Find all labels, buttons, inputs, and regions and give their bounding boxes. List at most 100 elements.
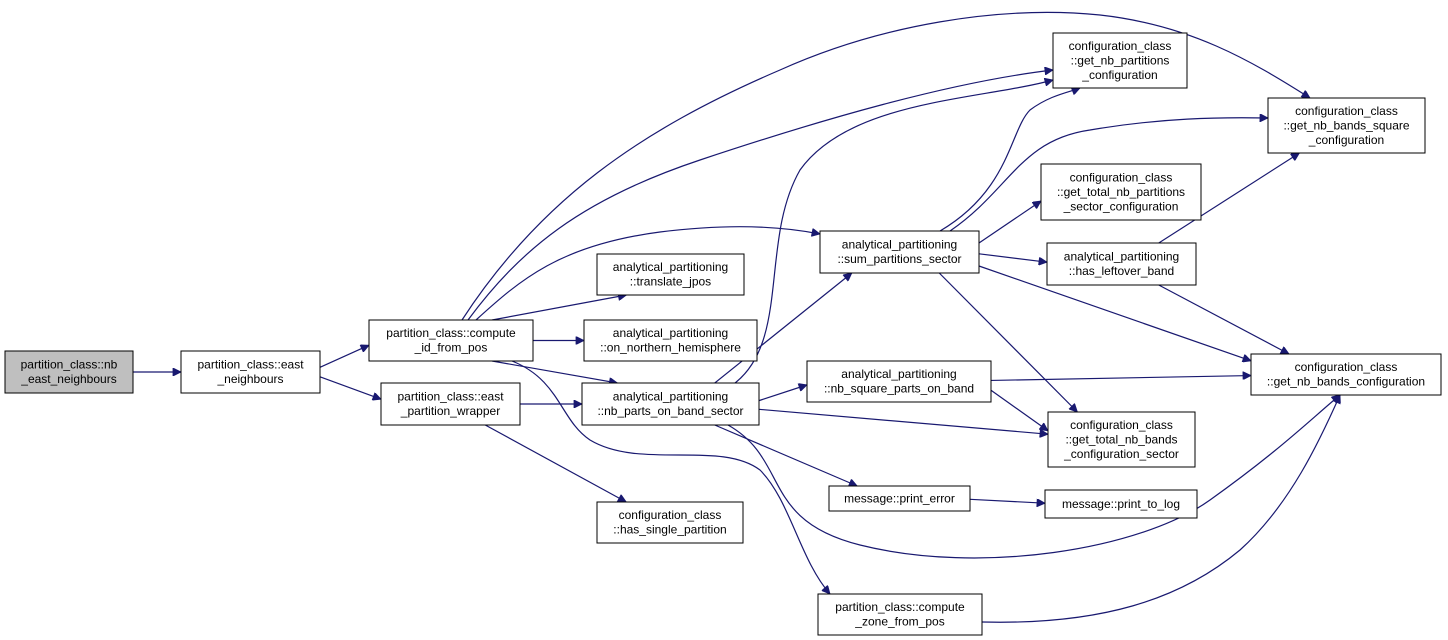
- node-print-to-log[interactable]: message::print_to_log: [1044, 489, 1198, 519]
- node-box[interactable]: [1047, 411, 1196, 468]
- node-east-neighbours[interactable]: partition_class::east_neighbours: [180, 350, 321, 394]
- node-label-line: _sector_configuration: [1063, 199, 1179, 213]
- edge-nb_parts_on_band_sector-to-nb_square_parts_on_band: [758, 385, 807, 402]
- edge-sum_partitions_sector-to-get_nb_partitions_configuration: [939, 88, 1080, 232]
- node-box[interactable]: [806, 360, 992, 403]
- edge-nb_parts_on_band_sector-to-get_nb_partitions_configuration: [734, 80, 1053, 384]
- node-box[interactable]: [596, 253, 745, 296]
- node-label-line: configuration_class: [1070, 418, 1173, 432]
- node-translate-jpos[interactable]: analytical_partitioning::translate_jpos: [596, 253, 745, 296]
- node-box[interactable]: [819, 230, 980, 274]
- edge-sum_partitions_sector-to-get_nb_bands_configuration: [978, 265, 1251, 361]
- node-box[interactable]: [1044, 489, 1198, 519]
- node-label-line: analytical_partitioning: [613, 390, 728, 404]
- node-sum-partitions-sector[interactable]: analytical_partitioning::sum_partitions_…: [819, 230, 980, 274]
- edge-east_neighbours-to-east_partition_wrapper: [319, 376, 381, 399]
- edge-nb_square_parts_on_band-to-get_total_nb_bands_configuration_sector: [990, 389, 1048, 431]
- edge-nb_parts_on_band_sector-to-sum_partitions_sector: [714, 273, 852, 384]
- node-label-line: analytical_partitioning: [613, 326, 728, 340]
- node-label-line: _configuration_sector: [1063, 447, 1179, 461]
- node-label-line: partition_class::compute: [835, 600, 965, 614]
- node-label-line: ::get_nb_bands_configuration: [1267, 375, 1425, 389]
- node-label-line: message::print_error: [844, 491, 955, 505]
- node-label-line: _east_neighbours: [20, 372, 116, 386]
- edge-print_error-to-print_to_log: [969, 499, 1045, 503]
- node-compute-zone-from-pos[interactable]: partition_class::compute_zone_from_pos: [817, 593, 983, 636]
- node-get-nb-bands-configuration[interactable]: configuration_class::get_nb_bands_config…: [1250, 353, 1442, 396]
- edge-compute_id_from_pos-to-get_nb_bands_square_configuration: [461, 11, 1310, 321]
- node-label-line: _partition_wrapper: [400, 404, 500, 418]
- node-label-line: partition_class::east: [397, 390, 504, 404]
- node-get-total-nb-bands-configuration-sector[interactable]: configuration_class::get_total_nb_bands_…: [1047, 411, 1196, 468]
- node-label-line: ::get_total_nb_bands: [1065, 432, 1177, 446]
- node-label-line: ::get_nb_bands_square: [1283, 118, 1409, 132]
- node-box[interactable]: [1267, 97, 1426, 154]
- edge-compute_id_from_pos-to-get_nb_partitions_configuration: [467, 70, 1053, 321]
- node-box[interactable]: [380, 382, 521, 426]
- node-label-line: ::get_total_nb_partitions: [1057, 185, 1185, 199]
- node-label-line: partition_class::nb: [21, 358, 118, 372]
- node-box[interactable]: [180, 350, 321, 394]
- node-nb-parts-on-band-sector[interactable]: analytical_partitioning::nb_parts_on_ban…: [581, 382, 760, 426]
- edge-has_leftover_band-to-get_nb_bands_square_configuration: [1158, 152, 1300, 244]
- node-label-line: analytical_partitioning: [841, 367, 956, 381]
- edge-nb_square_parts_on_band-to-get_nb_bands_configuration: [990, 376, 1251, 382]
- node-box[interactable]: [1040, 163, 1202, 221]
- node-print-error[interactable]: message::print_error: [828, 485, 971, 512]
- node-label-line: ::nb_square_parts_on_band: [824, 382, 974, 396]
- node-label-line: configuration_class: [1069, 39, 1172, 53]
- node-box[interactable]: [1052, 32, 1188, 89]
- edge-nb_parts_on_band_sector-to-get_nb_bands_configuration: [727, 395, 1340, 559]
- node-box[interactable]: [1046, 242, 1197, 286]
- node-box[interactable]: [596, 501, 744, 544]
- edge-nb_parts_on_band_sector-to-print_error: [714, 424, 857, 486]
- node-has-leftover-band[interactable]: analytical_partitioning::has_leftover_ba…: [1046, 242, 1197, 286]
- node-nb-square-parts-on-band[interactable]: analytical_partitioning::nb_square_parts…: [806, 360, 992, 403]
- edge-compute_id_from_pos-to-translate_jpos: [491, 295, 626, 321]
- node-box[interactable]: [581, 382, 760, 426]
- node-box[interactable]: [583, 319, 758, 362]
- node-label-line: _configuration: [1308, 133, 1384, 147]
- node-has-single-partition[interactable]: configuration_class::has_single_partitio…: [596, 501, 744, 544]
- node-label-line: configuration_class: [1295, 360, 1398, 374]
- node-label-line: configuration_class: [1295, 104, 1398, 118]
- node-label-line: _zone_from_pos: [854, 615, 944, 629]
- node-get-nb-bands-square-configuration[interactable]: configuration_class::get_nb_bands_square…: [1267, 97, 1426, 154]
- node-get-nb-partitions-configuration[interactable]: configuration_class::get_nb_partitions_c…: [1052, 32, 1188, 89]
- node-label-line: analytical_partitioning: [1064, 250, 1179, 264]
- edge-sum_partitions_sector-to-get_total_nb_partitions_sector_configuration: [978, 201, 1041, 244]
- edge-compute_id_from_pos-to-nb_parts_on_band_sector: [491, 360, 617, 383]
- edge-compute_zone_from_pos-to-get_nb_bands_configuration: [981, 395, 1340, 623]
- edge-east_neighbours-to-compute_id_from_pos: [319, 345, 369, 368]
- node-label-line: _id_from_pos: [414, 341, 488, 355]
- node-label-line: ::has_single_partition: [613, 523, 726, 537]
- node-label-line: _neighbours: [216, 372, 283, 386]
- node-compute-id-from-pos[interactable]: partition_class::compute_id_from_pos: [368, 319, 534, 362]
- node-label-line: configuration_class: [1070, 170, 1173, 184]
- node-label-line: ::on_northern_hemisphere: [600, 341, 741, 355]
- node-box[interactable]: [368, 319, 534, 362]
- node-label-line: message::print_to_log: [1062, 497, 1180, 511]
- node-box[interactable]: [817, 593, 983, 636]
- edge-compute_id_from_pos-to-sum_partitions_sector: [475, 226, 820, 321]
- node-box[interactable]: [828, 485, 971, 512]
- edge-has_leftover_band-to-get_nb_bands_configuration: [1158, 284, 1289, 355]
- graph-edges: [133, 11, 1340, 623]
- node-get-total-nb-partitions-sector-configuration[interactable]: configuration_class::get_total_nb_partit…: [1040, 163, 1202, 221]
- node-label-line: partition_class::east: [197, 358, 304, 372]
- edge-sum_partitions_sector-to-has_leftover_band: [978, 253, 1047, 262]
- node-label-line: analytical_partitioning: [613, 260, 728, 274]
- graph-nodes: partition_class::nb_east_neighboursparti…: [4, 32, 1442, 636]
- node-label-line: ::get_nb_partitions: [1071, 53, 1170, 67]
- node-on-northern-hemisphere[interactable]: analytical_partitioning::on_northern_hem…: [583, 319, 758, 362]
- edge-sum_partitions_sector-to-get_total_nb_bands_configuration_sector: [938, 272, 1077, 412]
- node-box[interactable]: [4, 350, 134, 394]
- node-label-line: ::nb_parts_on_band_sector: [597, 404, 743, 418]
- node-label-line: _configuration: [1081, 68, 1157, 82]
- node-box[interactable]: [1250, 353, 1442, 396]
- edge-nb_parts_on_band_sector-to-get_total_nb_bands_configuration_sector: [758, 408, 1048, 434]
- node-east-partition-wrapper[interactable]: partition_class::east_partition_wrapper: [380, 382, 521, 426]
- node-label-line: partition_class::compute: [386, 326, 516, 340]
- node-label-line: analytical_partitioning: [842, 238, 957, 252]
- node-nb-east-neighbours[interactable]: partition_class::nb_east_neighbours: [4, 350, 134, 394]
